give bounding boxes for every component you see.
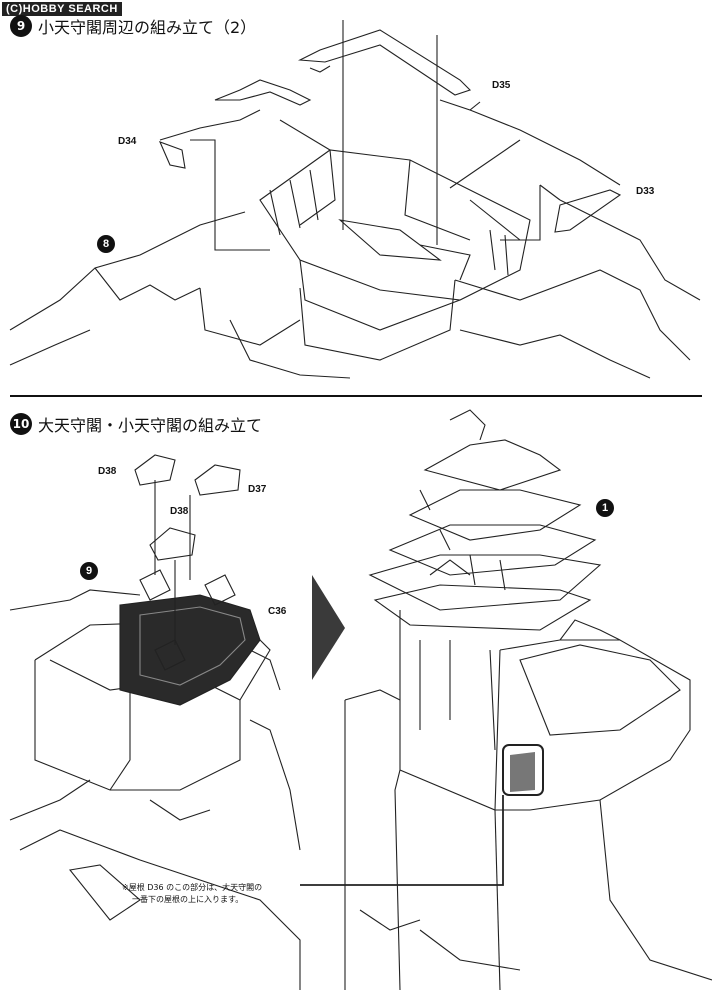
section-divider (10, 395, 702, 397)
note-line-1: ※屋根 D36 のこの部分は、大天守閣の (122, 883, 263, 892)
part-label-d34: D34 (118, 136, 137, 147)
part-label-d38-top: D38 (98, 466, 117, 477)
part-label-d35: D35 (492, 80, 511, 91)
step-ref-9: 9 (80, 562, 98, 580)
step-10-heading: 10 大天守閣・小天守閣の組み立て (10, 412, 262, 436)
step-ref-8: 8 (97, 235, 115, 253)
step-9-title: 小天守閣周辺の組み立て（2） (38, 18, 257, 37)
watermark: (C)HOBBY SEARCH (2, 2, 122, 16)
part-label-d38-lower: D38 (170, 506, 189, 517)
step-ref-1: 1 (596, 499, 614, 517)
step-9-number: 9 (10, 15, 32, 37)
step-9-heading: 9 小天守閣周辺の組み立て（2） (10, 14, 256, 38)
assembly-note: ※屋根 D36 のこの部分は、大天守閣の 一番下の屋根の上に入ります。 (122, 882, 262, 906)
part-label-c36: C36 (268, 606, 287, 617)
part-label-d37: D37 (248, 484, 267, 495)
part-label-d33: D33 (636, 186, 655, 197)
note-line-2: 一番下の屋根の上に入ります。 (132, 895, 244, 904)
step-10-number: 10 (10, 413, 32, 435)
step-10-title: 大天守閣・小天守閣の組み立て (38, 416, 263, 435)
